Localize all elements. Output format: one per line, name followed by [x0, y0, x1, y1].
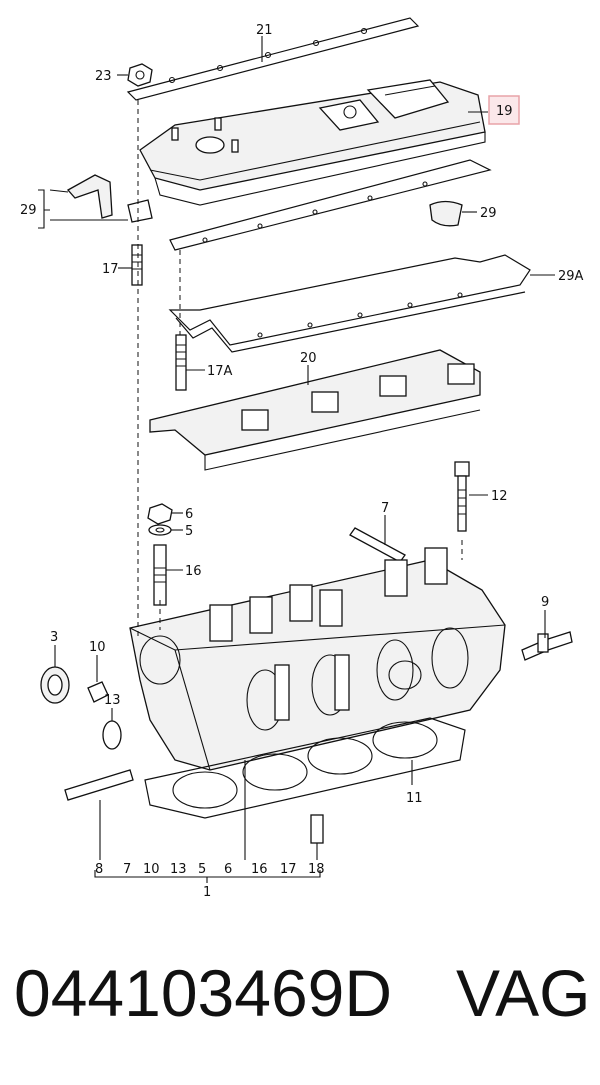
- washer-5: [148, 524, 172, 536]
- pin-18: [310, 814, 324, 844]
- callout-6: 6: [185, 507, 193, 522]
- seal-29-right: [429, 200, 463, 227]
- callout-11: 11: [406, 791, 423, 806]
- gasket-29a: [168, 159, 531, 353]
- index-5: 5: [198, 862, 206, 877]
- bottom-index-row: 8 7 10 13 5 6 16 17 18 1: [95, 862, 325, 900]
- head-gasket-11: [144, 717, 466, 819]
- stud-16: [153, 544, 167, 606]
- nut-23: [127, 63, 153, 87]
- callout-5: 5: [185, 524, 193, 539]
- index-6: 6: [224, 862, 232, 877]
- callout-12: 12: [491, 489, 508, 504]
- callout-29-right: 29: [480, 206, 497, 221]
- sleeve-13: [102, 720, 122, 750]
- index-8: 8: [95, 862, 103, 877]
- seal-29-left: [66, 174, 153, 223]
- callout-17a: 17A: [207, 364, 233, 379]
- assembly-label-1: 1: [203, 885, 211, 900]
- engine-cylinder-head-exploded-diagram: 21 23 19 29 29 29A 17 17A 20 12 6 5 7 16…: [20, 17, 584, 900]
- plug-10: [87, 681, 109, 703]
- callout-17: 17: [102, 262, 119, 277]
- stud-7: [349, 527, 406, 563]
- callout-13: 13: [104, 693, 121, 708]
- stud-17: [131, 244, 143, 286]
- index-7: 7: [123, 862, 131, 877]
- part-number: 044103469D: [14, 956, 393, 1030]
- sensor-9: [521, 631, 573, 661]
- callout-23: 23: [95, 69, 112, 84]
- callout-16: 16: [185, 564, 202, 579]
- index-10: 10: [143, 862, 160, 877]
- stud-17a: [175, 334, 187, 391]
- nut-6: [147, 503, 173, 525]
- baffle-20: [149, 349, 481, 471]
- callout-7: 7: [381, 501, 389, 516]
- valve-cover-19: [139, 79, 486, 206]
- callout-3: 3: [50, 630, 58, 645]
- index-13: 13: [170, 862, 187, 877]
- callout-labels: 21 23 19 29 29 29A 17 17A 20 12 6 5 7 16…: [20, 23, 584, 806]
- bolt-12: [454, 461, 470, 532]
- footer-caption: 044103469D VAG: [0, 955, 600, 1055]
- stud-8: [64, 769, 134, 801]
- alignment-lines: [137, 100, 463, 640]
- callout-21: 21: [256, 23, 273, 38]
- callout-10: 10: [89, 640, 106, 655]
- leader-lines: [38, 36, 555, 883]
- callout-19: 19: [496, 104, 513, 119]
- gasket-21: [126, 17, 420, 101]
- callout-29-left: 29: [20, 203, 37, 218]
- callout-9: 9: [541, 595, 549, 610]
- index-17: 17: [280, 862, 297, 877]
- index-16: 16: [251, 862, 268, 877]
- highlight-box-19: [488, 95, 520, 125]
- callout-20: 20: [300, 351, 317, 366]
- index-18: 18: [308, 862, 325, 877]
- brand-name: VAG: [456, 956, 591, 1030]
- cylinder-head: [129, 547, 506, 771]
- oil-seal-3: [40, 666, 70, 704]
- callout-29a: 29A: [558, 269, 584, 284]
